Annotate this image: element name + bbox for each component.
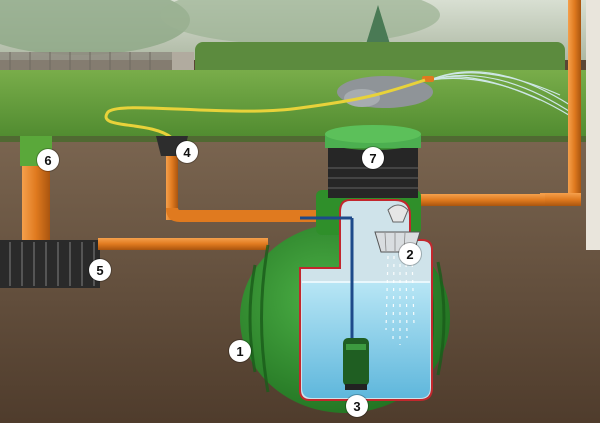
- background-trees: [0, 0, 190, 55]
- roof-downpipe: [568, 0, 581, 205]
- garden-sprinkler-icon: [429, 71, 581, 123]
- overflow-siphon-elbow: [166, 208, 320, 222]
- inflow-pipe: [405, 194, 545, 206]
- overflow-siphon-riser: [166, 150, 178, 220]
- water-drops: [385, 255, 415, 345]
- infiltration-block: [0, 240, 100, 288]
- overflow-pipe: [98, 238, 268, 250]
- lawn: [0, 70, 600, 140]
- garden-fence: [0, 52, 175, 74]
- marker-1-tank-body: 1: [229, 340, 251, 362]
- inlet-flap: [387, 204, 409, 223]
- marker-4-overflow-siphon: 4: [176, 141, 198, 163]
- marker-7-telescopic-dome: 7: [362, 147, 384, 169]
- grass-edge: [0, 136, 600, 142]
- marker-3-calmed-inlet: 3: [346, 395, 368, 417]
- house-wall: [586, 0, 600, 250]
- marker-2-filter-basket: 2: [399, 243, 421, 265]
- roof-downpipe-elbow: [540, 193, 581, 206]
- marker-5-infiltration-block: 5: [89, 259, 111, 281]
- marker-6-downpipe-riser: 6: [37, 149, 59, 171]
- garden-hose: [104, 78, 426, 140]
- submersible-pump-icon: [343, 338, 369, 390]
